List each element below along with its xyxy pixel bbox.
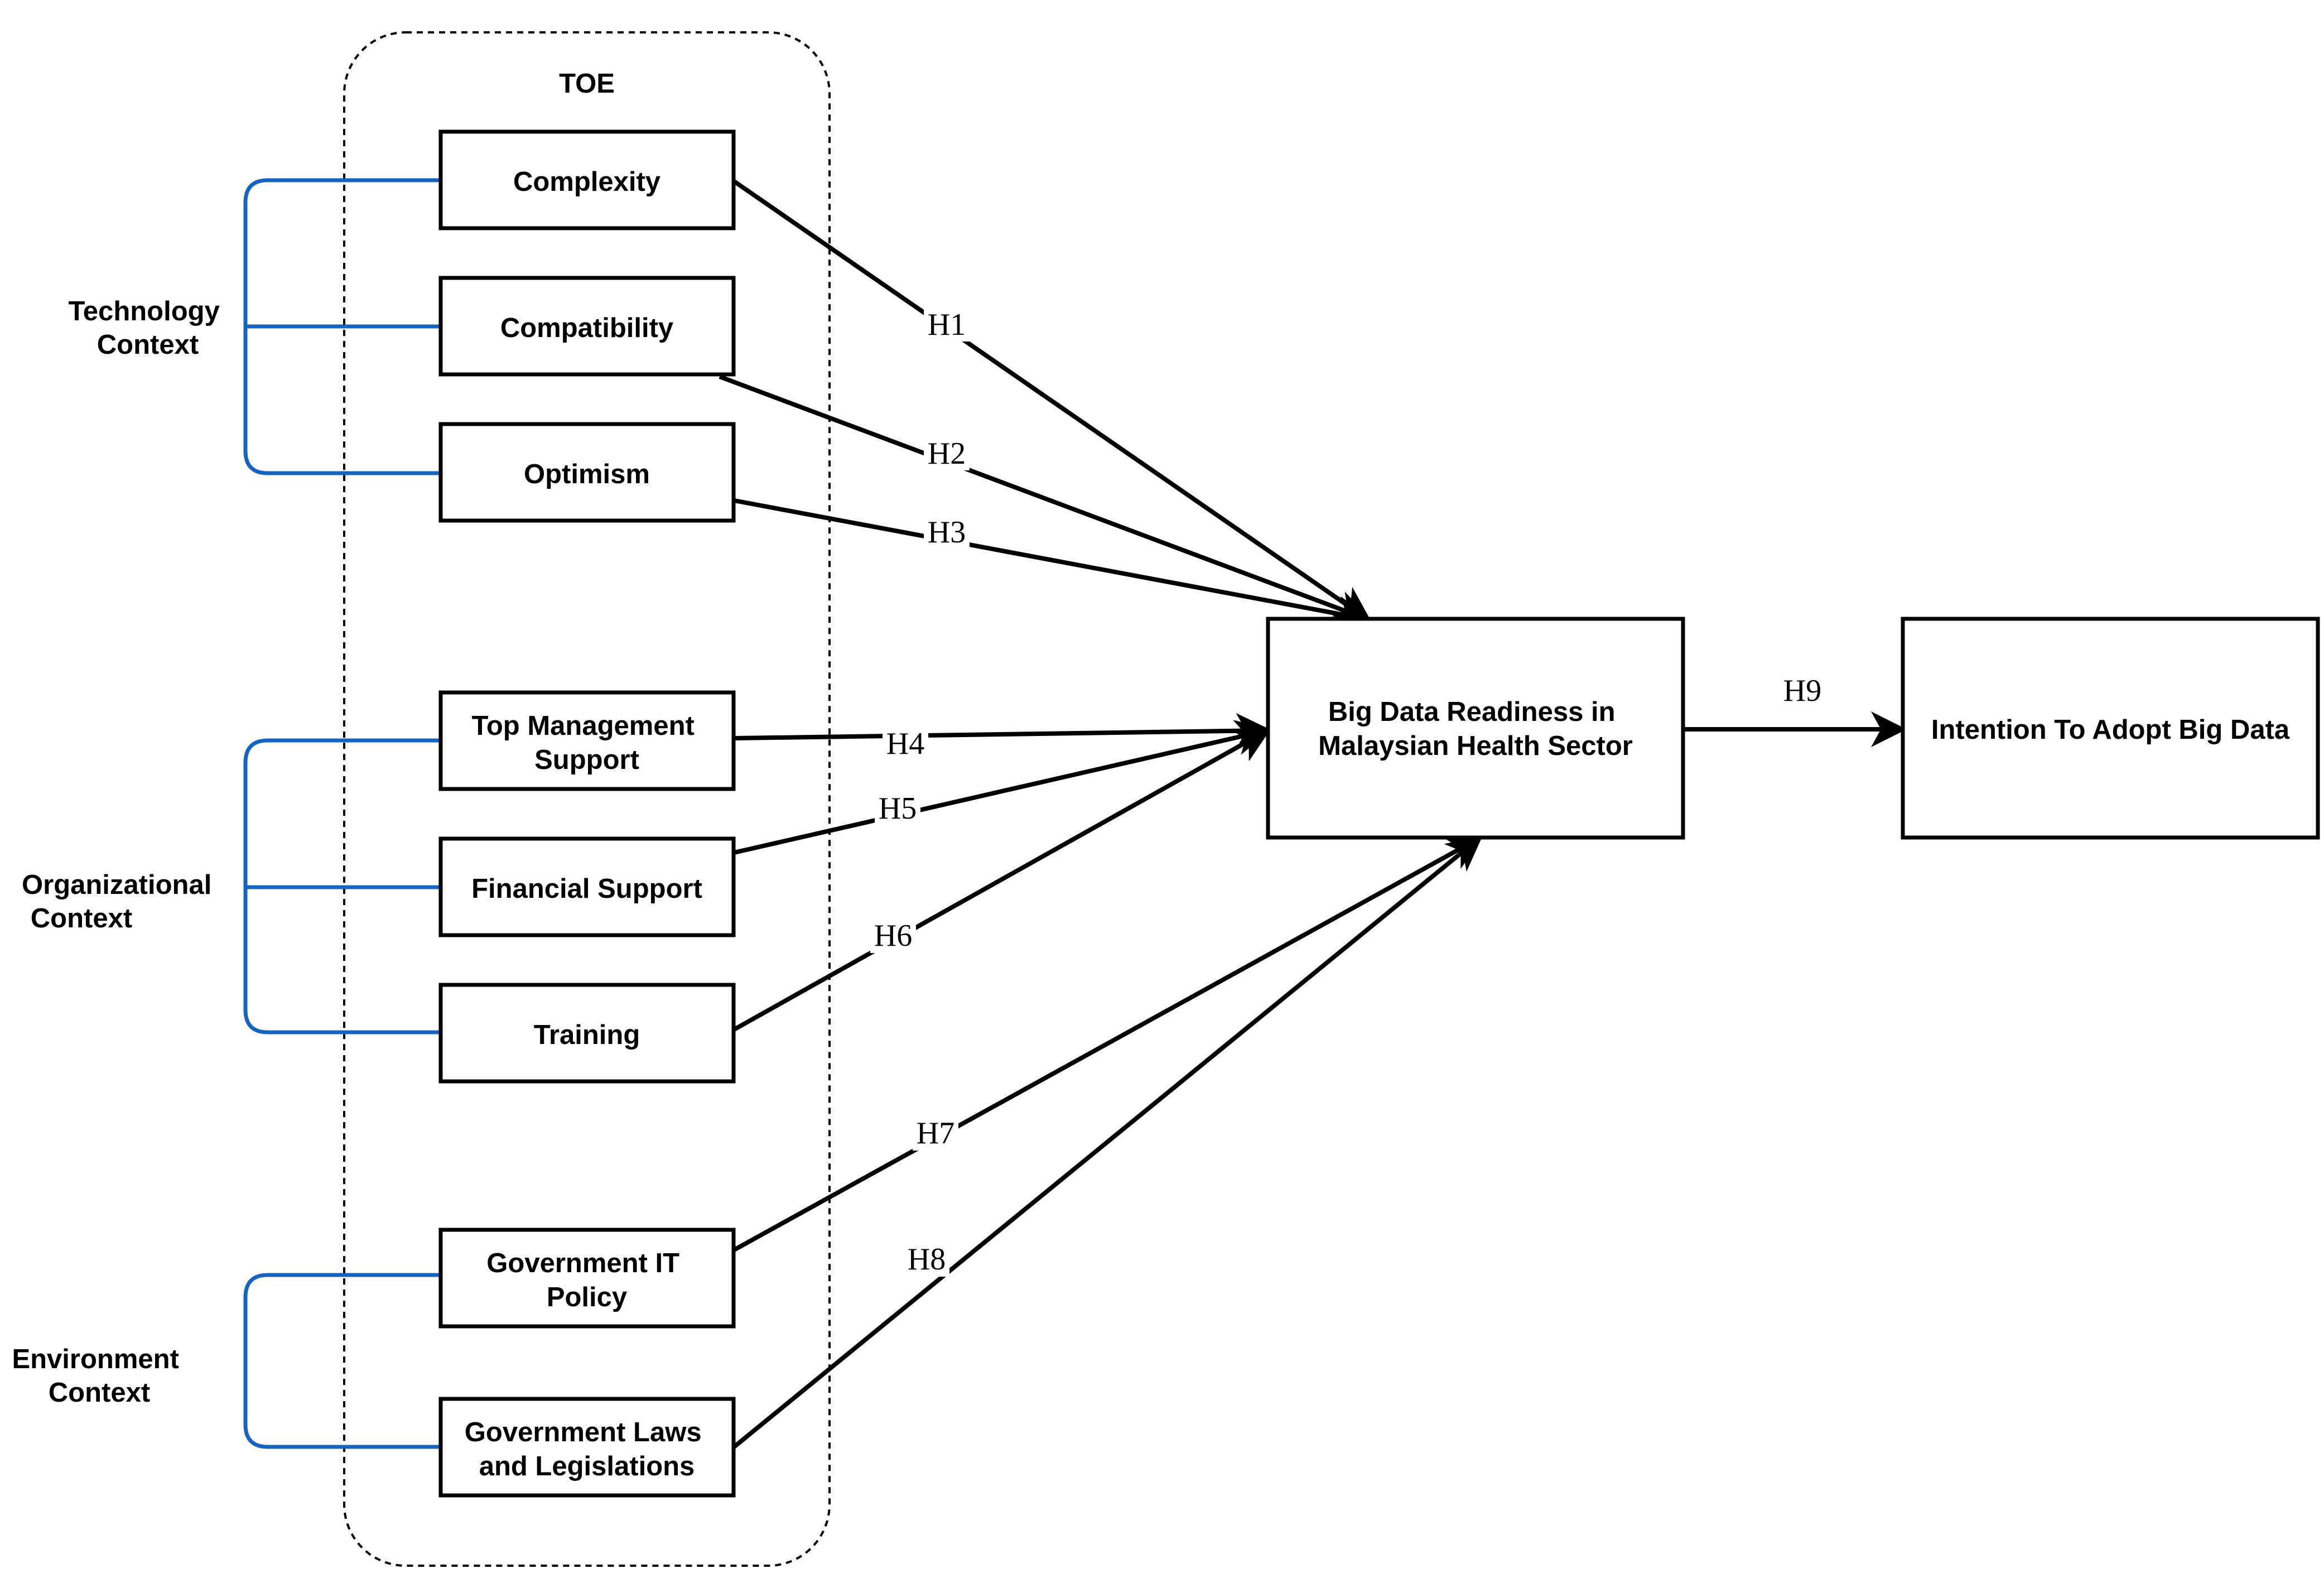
technology-bracket — [243, 178, 441, 475]
factor-box-training — [438, 983, 736, 1084]
factor-box-financial-support — [438, 836, 736, 937]
factor-label-government-it-policy: Government IT Policy — [486, 1248, 687, 1312]
arrow-h6 — [733, 728, 1271, 1032]
readiness-box — [1266, 617, 1685, 840]
hypothesis-label-h7: H7 — [917, 1116, 954, 1151]
factor-box-top-management-support — [438, 690, 736, 791]
hypothesis-label-h9: H9 — [1783, 673, 1821, 708]
hypothesis-label-h1: H1 — [928, 307, 966, 342]
intention-label: Intention To Adopt Big Data — [1931, 715, 2290, 745]
hypothesis-label-h5: H5 — [879, 791, 917, 826]
factor-label-complexity: Complexity — [513, 167, 660, 197]
factor-label-financial-support: Financial Support — [471, 874, 702, 904]
factor-label-training: Training — [534, 1020, 640, 1050]
arrow-h4 — [734, 713, 1272, 749]
toe-group-label: TOE — [559, 69, 615, 99]
factor-label-optimism: Optimism — [524, 459, 650, 489]
arrow-h1 — [732, 179, 1372, 622]
arrow-h3 — [734, 498, 1372, 632]
hypothesis-label-h8: H8 — [908, 1242, 946, 1277]
context-label-environment: Environment Context — [12, 1344, 186, 1408]
toe-group-boundary — [343, 31, 831, 1567]
factor-label-top-management-support: Top Management Support — [472, 711, 702, 775]
arrow-h7 — [733, 836, 1484, 1252]
context-label-technology: Technology Context — [69, 296, 228, 360]
hypothesis-label-h4: H4 — [886, 726, 924, 761]
factor-box-government-it-policy — [438, 1228, 736, 1329]
hypothesis-label-h6: H6 — [874, 918, 912, 953]
organizational-bracket — [243, 738, 441, 1035]
factor-box-complexity — [438, 129, 736, 230]
context-label-organizational: Organizational Context — [22, 870, 219, 934]
arrow-h8 — [732, 835, 1483, 1449]
factor-box-compatibility — [438, 276, 736, 377]
factor-label-compatibility: Compatibility — [500, 313, 673, 343]
factor-box-optimism — [438, 422, 736, 523]
factor-box-government-laws — [438, 1397, 736, 1498]
hypothesis-label-h2: H2 — [928, 436, 966, 471]
factor-label-government-laws: Government Laws and Legislations — [465, 1417, 709, 1481]
readiness-label: Big Data Readiness in Malaysian Health S… — [1318, 697, 1633, 761]
arrow-h2 — [719, 374, 1372, 625]
intention-box — [1901, 617, 2320, 840]
hypothesis-label-h3: H3 — [928, 515, 966, 550]
arrow-h5 — [734, 720, 1272, 855]
environment-bracket — [243, 1273, 441, 1449]
